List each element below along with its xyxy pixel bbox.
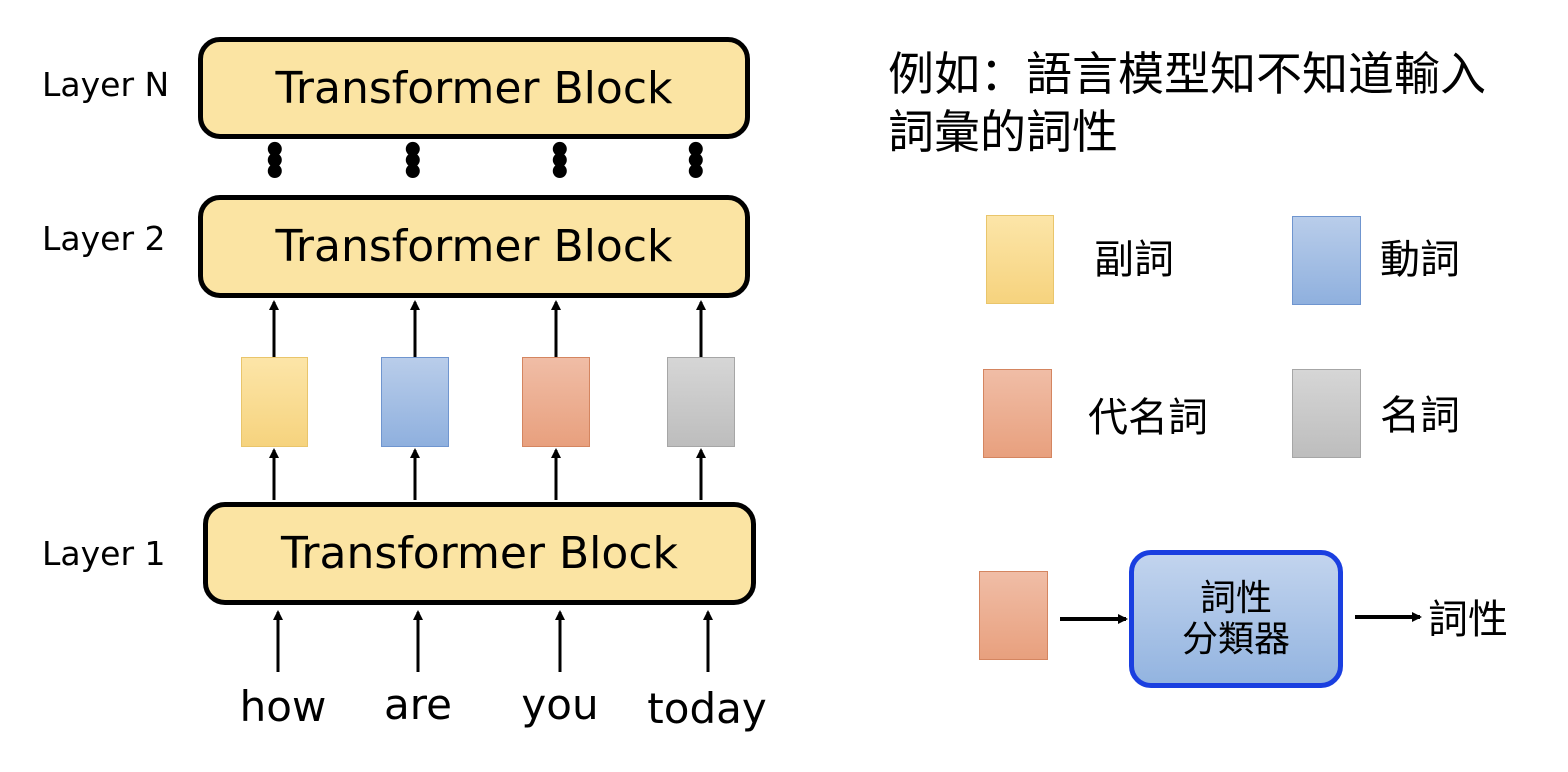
- embedding-you: [522, 357, 590, 447]
- ellipsis-1: •••: [262, 128, 288, 196]
- legend-label-adverb: 副詞: [1094, 237, 1174, 283]
- legend-label-verb: 動詞: [1380, 237, 1460, 283]
- embedding-today: [667, 357, 735, 447]
- transformer-block-layer-1: Transformer Block: [203, 502, 756, 605]
- legend-swatch-verb: [1292, 216, 1361, 305]
- legend-label-pronoun: 代名詞: [1088, 395, 1208, 441]
- embedding-how: [241, 357, 308, 447]
- legend-swatch-noun: [1292, 369, 1361, 458]
- classifier-output-label: 詞性: [1428, 597, 1508, 643]
- word-how: how: [239, 682, 327, 731]
- transformer-block-layer-n: Transformer Block: [198, 37, 750, 139]
- classifier-input-embedding: [979, 571, 1048, 660]
- pos-classifier-box: 詞性 分類器: [1129, 550, 1343, 688]
- classifier-line1: 詞性: [1199, 577, 1272, 619]
- ellipsis-2: •••: [400, 128, 426, 196]
- word-are: are: [384, 680, 452, 729]
- legend-label-noun: 名詞: [1380, 393, 1460, 439]
- word-you: you: [521, 680, 599, 729]
- question-title: 例如：語言模型知不知道輸入詞彙的詞性: [888, 47, 1486, 159]
- layer-label-2: Layer 2: [42, 219, 166, 258]
- legend-swatch-pronoun: [983, 369, 1052, 458]
- layer-label-n: Layer N: [42, 65, 170, 104]
- ellipsis-3: •••: [547, 128, 573, 196]
- embedding-are: [381, 357, 449, 447]
- classifier-line2: 分類器: [1181, 619, 1290, 660]
- layer-label-1: Layer 1: [42, 534, 166, 573]
- transformer-block-layer-2: Transformer Block: [198, 195, 750, 298]
- legend-swatch-adverb: [986, 215, 1054, 304]
- ellipsis-4: •••: [683, 128, 709, 196]
- word-today: today: [647, 684, 767, 733]
